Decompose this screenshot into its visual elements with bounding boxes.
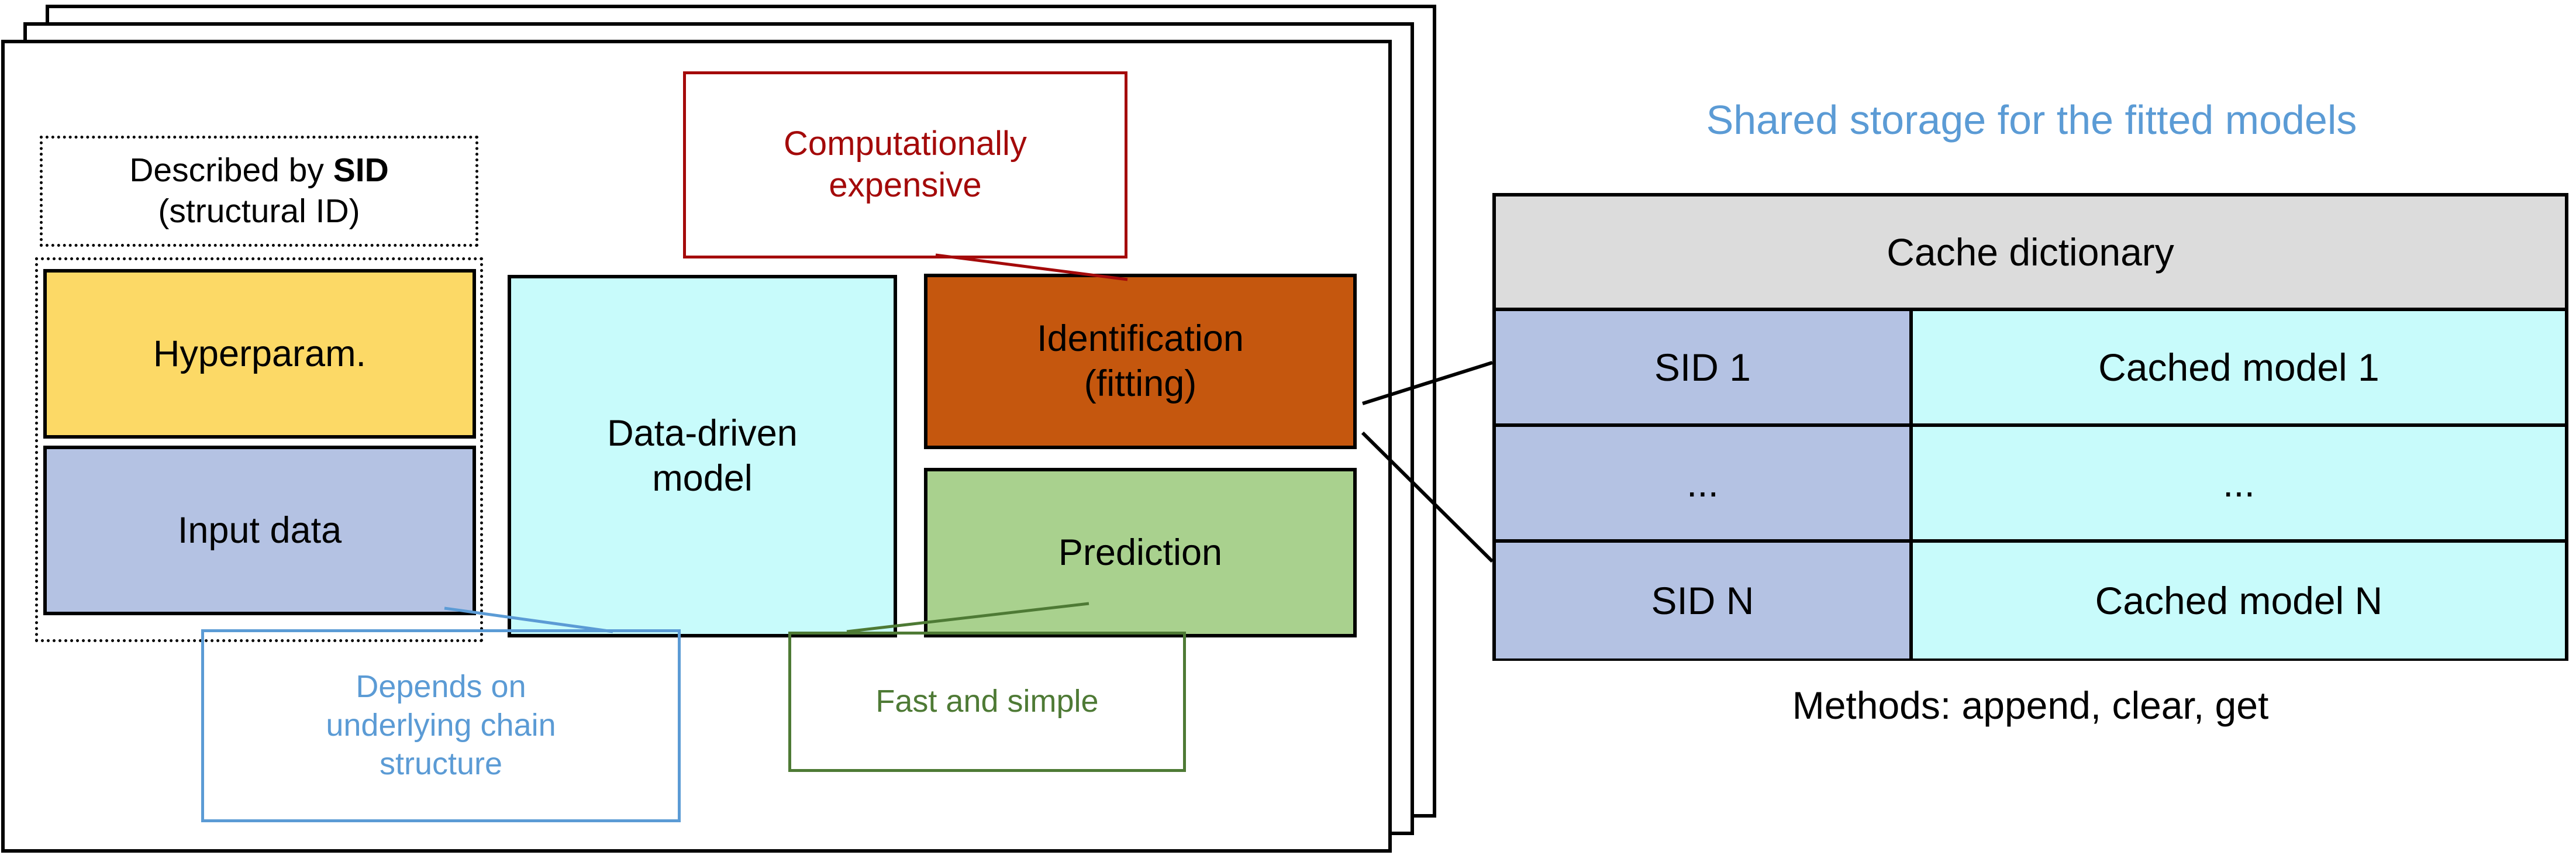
depends-on-line3: structure (379, 746, 503, 781)
hyperparam-label: Hyperparam. (153, 333, 367, 374)
ddm-label-line2: model (652, 458, 753, 499)
prediction-label: Prediction (1058, 532, 1223, 573)
identification-box[interactable]: Identification (fitting) (924, 274, 1357, 449)
prediction-box[interactable]: Prediction (924, 468, 1357, 637)
table-row[interactable]: ... ... (1496, 427, 2565, 543)
table-row[interactable]: SID 1 Cached model 1 (1496, 311, 2565, 427)
hyperparam-box[interactable]: Hyperparam. (43, 269, 476, 439)
input-data-box[interactable]: Input data (43, 446, 476, 615)
sid-note-line1-prefix: Described by (129, 151, 333, 189)
table-cell-key: SID N (1496, 543, 1913, 659)
table-row[interactable]: SID N Cached model N (1496, 543, 2565, 659)
table-cell-value: Cached model N (1912, 543, 2565, 659)
depends-on-line2: underlying chain (326, 708, 556, 743)
sid-note-line1-bold: SID (333, 151, 389, 189)
fast-and-simple-callout: Fast and simple (788, 632, 1186, 772)
ddm-label-line1: Data-driven (607, 413, 798, 454)
comp-exp-line2: expensive (829, 166, 982, 204)
cache-methods-label: Methods: append, clear, get (1792, 684, 2269, 727)
table-cell-key: ... (1496, 427, 1913, 539)
depends-on-line1: Depends on (356, 669, 526, 705)
cache-dictionary-table: Cache dictionary SID 1 Cached model 1 ..… (1492, 193, 2568, 661)
cache-table-header: Cache dictionary (1496, 196, 2565, 311)
table-cell-key: SID 1 (1496, 311, 1913, 423)
depends-on-chain-structure-callout: Depends on underlying chain structure (201, 629, 681, 822)
fast-simple-label: Fast and simple (875, 684, 1099, 719)
data-driven-model-box[interactable]: Data-driven model (508, 275, 897, 637)
shared-storage-title: Shared storage for the fitted models (1706, 97, 2357, 143)
identification-label-line2: (fitting) (1084, 363, 1197, 404)
cache-table-header-label: Cache dictionary (1887, 230, 2174, 274)
computationally-expensive-callout: Computationally expensive (683, 71, 1127, 258)
table-cell-value: Cached model 1 (1912, 311, 2565, 423)
sid-note-line2: (structural ID) (158, 192, 360, 230)
comp-exp-line1: Computationally (784, 125, 1027, 163)
table-cell-value: ... (1912, 427, 2565, 539)
sid-group-outline (35, 257, 483, 642)
input-data-label: Input data (177, 509, 342, 551)
identification-label-line1: Identification (1037, 318, 1244, 360)
described-by-sid-note: Described by SID (structural ID) (40, 136, 478, 247)
